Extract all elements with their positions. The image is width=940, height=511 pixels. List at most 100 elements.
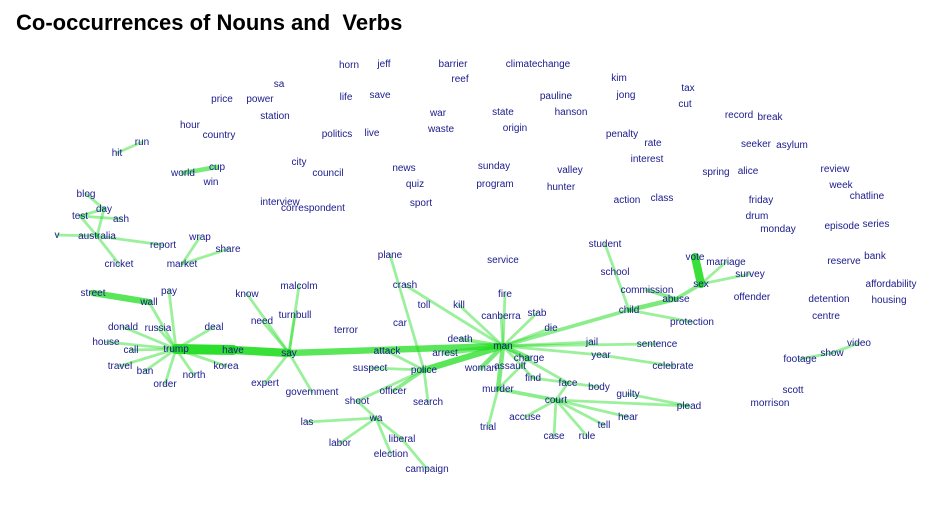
edge-say-malcolm (287, 284, 301, 355)
node-label-station: station (260, 111, 289, 122)
edge-court-case (552, 398, 558, 438)
node-label-politics: politics (322, 129, 353, 140)
node-label-rule: rule (579, 431, 596, 442)
edge-wa-las (305, 416, 378, 424)
node-label-fire: fire (498, 289, 512, 300)
node-label-friday: friday (749, 195, 773, 206)
edge-body-find (531, 376, 601, 389)
node-label-footage: footage (783, 354, 817, 365)
node-label-news: news (392, 163, 415, 174)
node-label-attack: attack (374, 346, 402, 357)
node-label-v: v (55, 230, 60, 241)
edge-trump-donald (121, 325, 178, 351)
edge-abuse-commission (645, 288, 678, 301)
node-label-jeff: jeff (376, 59, 390, 70)
edge-child-student (603, 242, 631, 312)
edge-trump-north (174, 347, 196, 377)
node-label-face: face (559, 378, 578, 389)
node-label-blog: blog (77, 189, 96, 200)
node-label-power: power (246, 94, 274, 105)
node-label-war: war (429, 108, 447, 119)
node-label-stab: stab (528, 308, 547, 319)
edge-man-die (501, 326, 553, 348)
node-label-wall: wall (139, 297, 157, 308)
edge-man-stab (501, 311, 539, 348)
node-label-life: life (340, 92, 353, 103)
node-label-hanson: hanson (555, 107, 588, 118)
node-label-expert: expert (251, 378, 279, 389)
node-label-travel: travel (108, 361, 132, 372)
node-label-jong: jong (616, 90, 636, 101)
edge-murder-trial (486, 387, 500, 429)
node-label-tell: tell (598, 420, 611, 431)
edge-man-murder (495, 343, 506, 392)
node-label-year: year (591, 350, 611, 361)
edge-test-day (78, 207, 106, 218)
node-label-hunter: hunter (547, 182, 576, 193)
edge-trump-deal (174, 325, 216, 351)
node-label-live: live (364, 128, 379, 139)
edge-court-hear (554, 398, 630, 419)
edge-trump-house (104, 340, 178, 351)
node-label-service: service (487, 255, 519, 266)
edge-world-cup (180, 164, 220, 176)
node-label-hour: hour (180, 120, 201, 131)
node-label-celebrate: celebrate (652, 361, 694, 372)
node-label-alice: alice (738, 166, 759, 177)
node-label-protection: protection (670, 317, 714, 328)
edge-wa-liberal (374, 416, 404, 441)
node-label-video: video (847, 338, 871, 349)
node-label-waste: waste (427, 124, 455, 135)
node-label-break: break (757, 112, 783, 123)
edge-police-officer (391, 368, 426, 393)
edge-say-know (245, 292, 291, 355)
node-label-record: record (725, 110, 753, 121)
edge-police-shoot (355, 368, 426, 403)
edge-trump-korea (174, 347, 228, 368)
node-label-horn: horn (339, 60, 359, 71)
edge-abuse-sex (674, 282, 703, 301)
node-label-crash: crash (393, 280, 417, 291)
edge-say-government (287, 351, 314, 394)
edge-man-crash (403, 283, 505, 348)
edge-trump-pay (167, 289, 178, 351)
node-label-need: need (251, 316, 273, 327)
node-label-morrison: morrison (751, 398, 790, 409)
edge-have-say (228, 345, 294, 358)
node-label-liberal: liberal (389, 434, 416, 445)
edge-child-protection (627, 308, 694, 324)
node-label-woman: woman (464, 363, 497, 374)
node-label-toll: toll (418, 300, 431, 311)
node-label-die: die (544, 323, 558, 334)
node-label-call: call (123, 345, 138, 356)
node-label-day: day (96, 204, 112, 215)
node-label-house: house (92, 337, 120, 348)
node-label-monday: monday (760, 224, 796, 235)
edge-police-plane (388, 253, 426, 372)
node-label-marriage: marriage (706, 257, 746, 268)
edge-test-ash (78, 214, 123, 221)
node-label-child: child (619, 305, 640, 316)
node-label-kill: kill (453, 300, 465, 311)
node-label-country: country (203, 130, 236, 141)
edge-court-murder (496, 387, 558, 402)
node-label-school: school (601, 267, 630, 278)
edge-man-arrest (442, 343, 506, 356)
edge-man-year (501, 344, 603, 357)
node-label-asylum: asylum (776, 140, 808, 151)
edge-show-footage (798, 351, 834, 361)
node-label-plead: plead (677, 401, 701, 412)
node-label-charge: charge (514, 353, 545, 364)
node-label-cup: cup (209, 162, 226, 173)
edge-say-man (285, 342, 507, 357)
node-label-reserve: reserve (827, 256, 861, 267)
node-label-interest: interest (631, 154, 664, 165)
edge-trump-order (163, 347, 178, 386)
edge-say-need (260, 319, 291, 355)
node-label-trial: trial (480, 422, 496, 433)
node-label-share: share (215, 244, 240, 255)
node-label-officer: officer (379, 386, 407, 397)
edge-wa-labor (338, 416, 378, 445)
edge-trump-have (171, 344, 238, 355)
